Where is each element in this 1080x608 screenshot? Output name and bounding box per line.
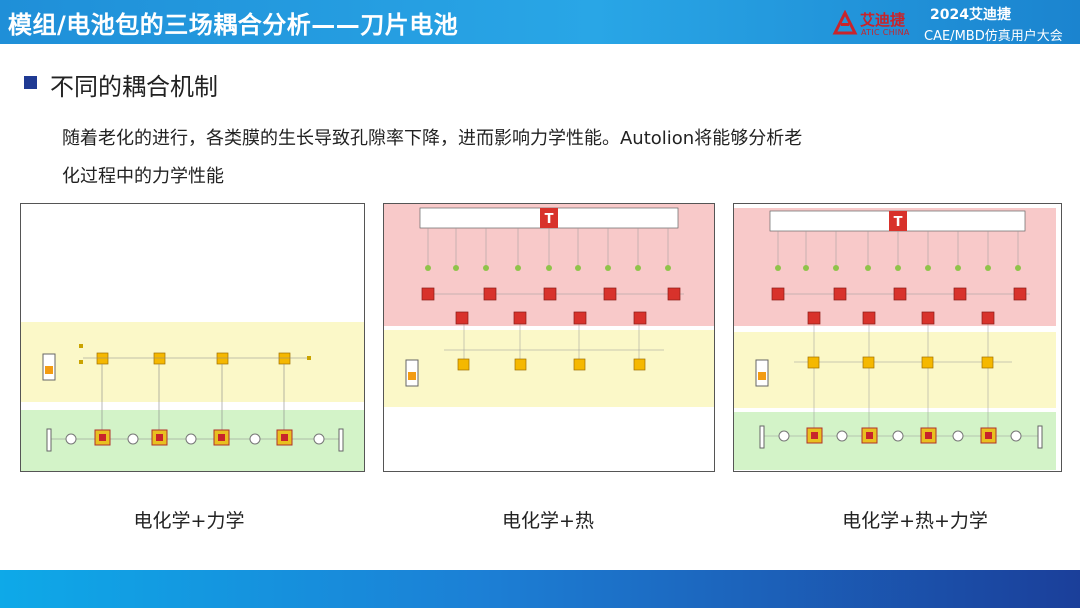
- caption-electro-mechanical: 电化学+力学: [133, 510, 245, 532]
- model-panel-electro-thermal: T: [383, 203, 715, 472]
- logo-icon: [832, 10, 858, 35]
- thermal-block-label: T: [894, 215, 903, 230]
- logo-english-text: ATIC CHINA: [861, 28, 910, 37]
- section-title: 不同的耦合机制: [50, 73, 218, 101]
- conference-year: 2024艾迪捷: [930, 7, 1011, 23]
- description-line-2: 化过程中的力学性能: [62, 166, 224, 187]
- header-bar: 模组/电池包的三场耦合分析——刀片电池 艾迪捷 ATIC CHINA 2024艾…: [0, 0, 1080, 44]
- conference-name: CAE/MBD仿真用户大会: [924, 29, 1063, 44]
- logo-chinese-text: 艾迪捷: [860, 11, 906, 29]
- description-line-1: 随着老化的进行，各类膜的生长导致孔隙率下降，进而影响力学性能。Autolion将…: [62, 128, 803, 149]
- model-diagram: T: [384, 204, 714, 407]
- thermal-block-label: T: [545, 212, 554, 227]
- model-panel-electro-mechanical: [20, 203, 365, 472]
- slide-title: 模组/电池包的三场耦合分析——刀片电池: [8, 11, 459, 39]
- caption-electro-thermal-mechanical: 电化学+热+力学: [842, 510, 988, 532]
- footer-bar: [0, 570, 1080, 608]
- model-diagram: T: [734, 208, 1056, 470]
- model-panel-electro-thermal-mechanical: T: [733, 203, 1062, 472]
- model-diagram: [21, 322, 364, 471]
- caption-electro-thermal: 电化学+热: [502, 510, 594, 532]
- company-logo: 艾迪捷 ATIC CHINA: [832, 7, 914, 39]
- bullet-square-icon: [24, 76, 37, 89]
